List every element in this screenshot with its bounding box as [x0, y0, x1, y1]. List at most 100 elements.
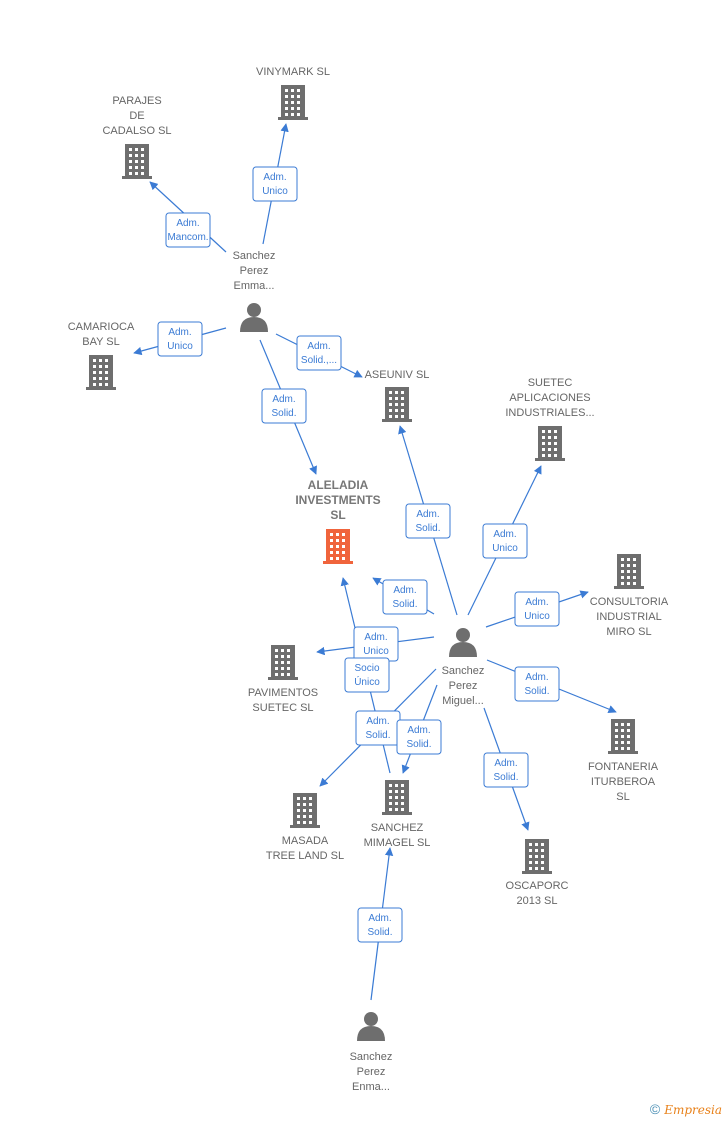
node-label-line: ITURBEROA	[591, 776, 656, 788]
node-vinymark[interactable]: VINYMARK SL	[256, 66, 330, 120]
node-label-line: Emma...	[234, 280, 275, 292]
edge-label-line: Solid.	[367, 927, 392, 938]
edge-label[interactable]: Adm. Unico	[252, 166, 298, 202]
node-aseuniv[interactable]: ASEUNIV SL	[365, 369, 430, 422]
edge-label-line: Solid.	[271, 408, 296, 419]
node-emma2[interactable]: SanchezPerezEnma...	[350, 1012, 393, 1093]
node-mimagel[interactable]: SANCHEZ MIMAGEL SL	[364, 780, 431, 849]
node-label-line: 2013 SL	[517, 895, 558, 907]
edge-label-line: Unico	[167, 341, 193, 352]
node-camarioca[interactable]: CAMARIOCA BAY SL	[68, 321, 135, 390]
building-icon	[122, 144, 152, 179]
edge-label-line: Solid.	[415, 523, 440, 534]
brand-logo: Empresia	[664, 1103, 722, 1117]
node-fontaneria[interactable]: FONTANERIA ITURBEROA SL	[588, 719, 659, 803]
node-label-line: Sanchez	[442, 665, 485, 677]
person-icon	[240, 303, 268, 332]
building-icon	[535, 426, 565, 461]
edge-label-box	[382, 579, 428, 615]
edge-label[interactable]: Adm.Solid.	[382, 579, 428, 615]
edge-label-line: Adm.	[176, 218, 199, 229]
edge-label-box	[296, 335, 342, 371]
node-label-line: CADALSO SL	[102, 125, 171, 137]
edge-label-line: Unico	[262, 186, 288, 197]
node-label-line: MIMAGEL SL	[364, 837, 431, 849]
edge-label-line: Adm.	[525, 672, 548, 683]
node-label-line: TREE LAND SL	[266, 850, 344, 862]
node-label-line: SL	[616, 791, 629, 803]
edge-label[interactable]: Adm.Solid.	[357, 907, 403, 943]
building-icon	[614, 554, 644, 589]
edge-label[interactable]: Adm. Solid.	[483, 752, 529, 788]
building-icon	[268, 645, 298, 680]
node-label-line: Perez	[240, 265, 269, 277]
edge-label[interactable]: Adm.Unico	[514, 591, 560, 627]
node-masada[interactable]: MASADA TREE LAND SL	[266, 793, 344, 862]
node-label-line: MASADA	[282, 835, 329, 847]
node-label-line: INDUSTRIALES...	[505, 407, 594, 419]
edge-label-line: Adm.	[416, 509, 439, 520]
person-icon	[449, 628, 477, 657]
node-label-line: SUETEC SL	[252, 702, 313, 714]
edge-label[interactable]: Adm. Mancom.	[165, 212, 211, 248]
person-icon	[357, 1012, 385, 1041]
node-label-line: Sanchez	[350, 1051, 393, 1063]
edge-label-line: Adm.	[263, 172, 286, 183]
edge-label[interactable]: Adm.Solid.	[261, 388, 307, 424]
edge-label-line: Solid.	[493, 772, 518, 783]
building-icon	[382, 387, 412, 422]
node-label-line: BAY SL	[82, 336, 120, 348]
edge-label[interactable]: Adm.Unico	[482, 523, 528, 559]
node-label-line: INVESTMENTS	[295, 493, 380, 507]
edge-label-box	[514, 666, 560, 702]
edge-label[interactable]: Adm.Solid.	[396, 719, 442, 755]
node-label-line: OSCAPORC	[506, 880, 569, 892]
node-label-line: FONTANERIA	[588, 761, 659, 773]
node-emma1[interactable]: SanchezPerezEmma...	[233, 250, 276, 332]
building-icon	[323, 529, 353, 564]
edge-label[interactable]: Adm. Solid.	[405, 503, 451, 539]
node-parajes[interactable]: PARAJES DE CADALSO SL	[102, 95, 172, 179]
node-label-line: CAMARIOCA	[68, 321, 135, 333]
edge-label-line: Solid.	[406, 739, 431, 750]
edge-label-line: Unico	[524, 611, 550, 622]
edge-label[interactable]: Adm.Solid.,...	[296, 335, 342, 371]
nodes-layer: VINYMARK SL PARAJES DE CADALSO SL CAMARIOCA B…	[68, 66, 669, 1093]
node-miguel[interactable]: SanchezPerezMiguel...	[442, 628, 485, 707]
edge-label-box	[482, 523, 528, 559]
edge-label[interactable]: Adm.Unico	[353, 626, 399, 662]
node-label-line: MIRO SL	[606, 626, 651, 638]
edge-label-line: Solid.	[524, 686, 549, 697]
edge-label-line: Único	[354, 675, 380, 688]
node-oscaporc[interactable]: OSCAPORC 2013 SL	[506, 839, 569, 907]
building-icon	[278, 85, 308, 120]
edge-label-line: Unico	[363, 646, 389, 657]
node-label-line: Perez	[357, 1066, 386, 1078]
node-label-line: PARAJES	[112, 95, 161, 107]
edge-label[interactable]: Adm.Unico	[157, 321, 203, 357]
node-label-line: VINYMARK SL	[256, 66, 330, 78]
node-label-line: INDUSTRIAL	[596, 611, 661, 623]
edge-label[interactable]: Adm.Solid.	[355, 710, 401, 746]
building-icon	[290, 793, 320, 828]
node-label-line: APLICACIONES	[509, 392, 590, 404]
node-label-line: SANCHEZ	[371, 822, 424, 834]
edge-label-box	[165, 212, 211, 248]
footer-brand: ©Empresia	[650, 1101, 722, 1117]
edge-label[interactable]: Adm. Solid.	[514, 666, 560, 702]
edge-label-line: Adm.	[494, 758, 517, 769]
node-suetec_apl[interactable]: SUETECAPLICACIONESINDUSTRIALES...	[505, 377, 595, 461]
node-label-line: SL	[330, 508, 345, 522]
edge-label-box	[157, 321, 203, 357]
building-icon	[86, 355, 116, 390]
edge-label-line: Adm.	[366, 716, 389, 727]
node-label-line: ALELADIA	[308, 478, 369, 492]
node-label-line: DE	[129, 110, 144, 122]
edge-label-line: Mancom.	[167, 232, 208, 243]
